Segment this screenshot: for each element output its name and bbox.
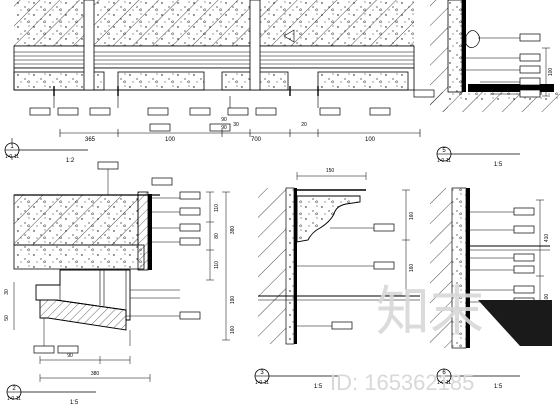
detail-5: 5 1-0-11 1:5 100 [430, 0, 560, 168]
detail-1-number: 1 [10, 144, 14, 150]
detail-6-scale: 1:5 [494, 384, 503, 390]
detail-1-dim: 365 [85, 137, 96, 143]
detail-3-dim: 160 [409, 264, 415, 273]
detail-3-scale: 1:5 [314, 384, 323, 390]
watermark-id: ID: 165362185 [330, 370, 474, 395]
detail-1-dim: 700 [251, 137, 262, 143]
detail-5-dim: 100 [548, 68, 554, 77]
detail-3: 3 1-0-11 1:5 150 160 160 [254, 168, 420, 390]
detail-1-dim: 90 [221, 117, 227, 123]
detail-2-ref: 1-0-11 [7, 396, 21, 402]
detail-1-dim: 30 [233, 122, 239, 128]
detail-1-dim: 90 [221, 125, 227, 131]
detail-2-scale: 1:5 [70, 400, 79, 406]
detail-3-ref: 1-0-11 [255, 380, 269, 386]
detail-2-dim: 190 [230, 296, 236, 305]
detail-2-dim: 50 [4, 315, 10, 321]
detail-6-number: 6 [442, 370, 446, 376]
detail-2-number: 2 [12, 386, 16, 392]
detail-3-dim: 150 [326, 168, 335, 174]
detail-1-ref: 1-0-11 [5, 154, 19, 160]
detail-1-scale: 1:2 [66, 158, 75, 164]
watermark-logo-icon [478, 300, 552, 346]
detail-2-dim: 30 [4, 289, 10, 295]
watermark-brand: 知末 [376, 282, 484, 342]
watermark: 知末 ID: 165362185 [330, 282, 552, 395]
detail-1-dim: 100 [365, 137, 376, 143]
detail-6-ref: 1-0-11 [437, 380, 451, 386]
detail-1-dim: 20 [301, 122, 307, 128]
detail-5-number: 5 [442, 148, 446, 154]
detail-6: 6 1-0-11 1:5 410 100 [430, 187, 550, 390]
detail-2: 2 1-0-11 1:5 110 80 110 380 30 50 190 90… [4, 161, 236, 406]
detail-5-ref: 1-0-11 [437, 158, 451, 164]
detail-2-dim: 110 [214, 204, 220, 212]
detail-6-dim: 100 [544, 294, 550, 303]
detail-1: 1 1-0-11 1:2 365 100 700 100 30 90 20 90 [4, 0, 435, 164]
detail-2-dim: 380 [230, 226, 236, 235]
detail-2-dim: 160 [230, 326, 236, 335]
detail-5-scale: 1:5 [494, 162, 503, 168]
detail-3-number: 3 [260, 370, 264, 376]
detail-2-dim: 80 [214, 233, 220, 239]
detail-2-dim: 380 [91, 371, 100, 377]
detail-2-dim: 110 [214, 261, 220, 269]
detail-1-dim: 100 [165, 137, 176, 143]
detail-6-dim: 410 [544, 234, 550, 243]
detail-2-dim: 90 [67, 353, 73, 359]
detail-3-dim: 160 [409, 212, 415, 221]
